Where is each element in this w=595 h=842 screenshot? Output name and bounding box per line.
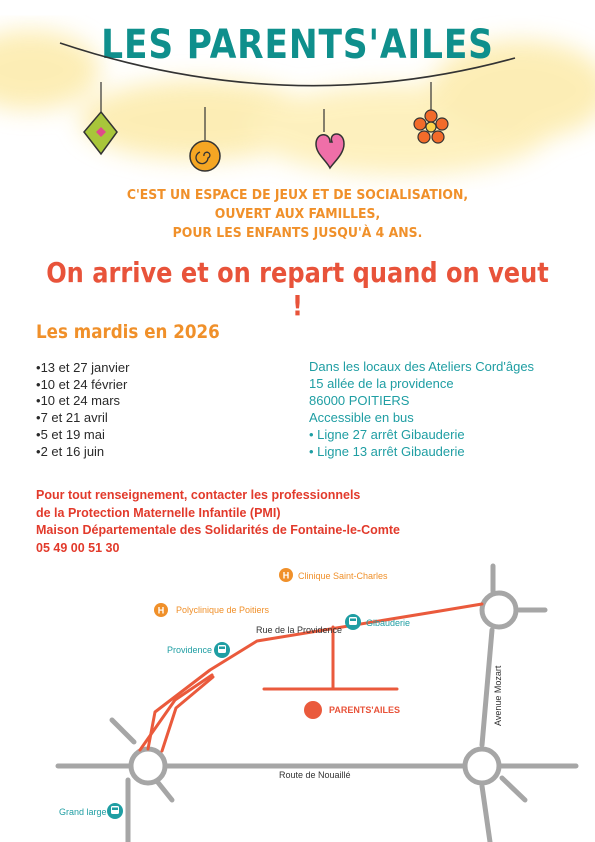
intro-line: OUVERT AUX FAMILLES, — [214, 206, 381, 222]
schedule-heading: Les mardis en 2026 — [36, 321, 220, 343]
contact-line: de la Protection Maternelle Infantile (P… — [36, 505, 281, 520]
kite-ornament-icon — [83, 82, 118, 156]
list-item: 13 et 27 janvier — [36, 360, 130, 377]
location-line: 86000 POITIERS — [309, 393, 410, 408]
svg-text:H: H — [158, 606, 165, 616]
map-label-providence: Providence — [167, 645, 212, 655]
map-label-parentsailes: PARENTS'AILES — [329, 705, 400, 715]
map-label-grand-large: Grand large — [59, 807, 107, 817]
flower-ornament-icon — [413, 82, 449, 144]
route-lines — [138, 602, 484, 753]
phone-number: 05 49 00 51 30 — [36, 540, 120, 555]
contact-line: Pour tout renseignement, contacter les p… — [36, 488, 361, 502]
contact-block: Pour tout renseignement, contacter les p… — [36, 487, 400, 557]
page-title: LES PARENTS'AILES — [101, 22, 494, 68]
list-item: 2 et 16 juin — [36, 444, 129, 461]
intro-line: C'EST UN ESPACE DE JEUX ET DE SOCIALISAT… — [126, 187, 469, 203]
contact-line: Maison Départementale des Solidarités de… — [36, 523, 400, 537]
schedule-date-list: 13 et 27 janvier 10 et 24 février 10 et … — [36, 360, 130, 461]
bus-line: • Ligne 27 arrêt Gibauderie — [309, 427, 465, 442]
list-item: 7 et 21 avril — [36, 410, 129, 427]
bus-line: • Ligne 13 arrêt Gibauderie — [309, 444, 465, 459]
bus-icon — [214, 642, 230, 658]
bus-icon — [345, 614, 361, 630]
garland-illustration — [59, 42, 516, 172]
hospital-icon: H — [154, 603, 168, 617]
list-item: 5 et 19 mai — [36, 427, 129, 444]
location-line: 15 allée de la providence — [309, 376, 454, 391]
location-line: Accessible en bus — [309, 410, 414, 425]
spiral-ornament-icon — [189, 107, 221, 172]
location-line: Dans les locaux des Ateliers Cord'âges — [309, 359, 535, 374]
svg-text:H: H — [283, 571, 290, 581]
list-item: 10 et 24 février — [36, 377, 129, 394]
destination-marker-icon — [304, 701, 322, 719]
map-label-rue-providence: Rue de la Providence — [256, 625, 342, 635]
location-block: Dans les locaux des Ateliers Cord'âges 1… — [309, 358, 534, 460]
hospital-icon: H — [279, 568, 293, 582]
bus-icon — [107, 803, 123, 819]
heart-ornament-icon — [315, 109, 345, 170]
map-label-route-nouaille: Route de Nouaillé — [279, 770, 351, 780]
map-label-clinique: Clinique Saint-Charles — [298, 571, 388, 581]
map-label-polyclinique: Polyclinique de Poitiers — [176, 605, 270, 615]
list-item: 10 et 24 mars — [36, 393, 129, 410]
map-label-gibauderie: Gibauderie — [366, 618, 410, 628]
access-map: PARENTS'AILES H Clinique Saint-Charles H… — [55, 563, 579, 842]
intro-line: POUR LES ENFANTS JUSQU'À 4 ANS. — [172, 225, 423, 241]
headline: On arrive et on repart quand on veut ! — [46, 256, 549, 322]
map-label-avenue-mozart: Avenue Mozart — [493, 665, 503, 726]
intro-text: C'EST UN ESPACE DE JEUX ET DE SOCIALISAT… — [24, 186, 571, 243]
